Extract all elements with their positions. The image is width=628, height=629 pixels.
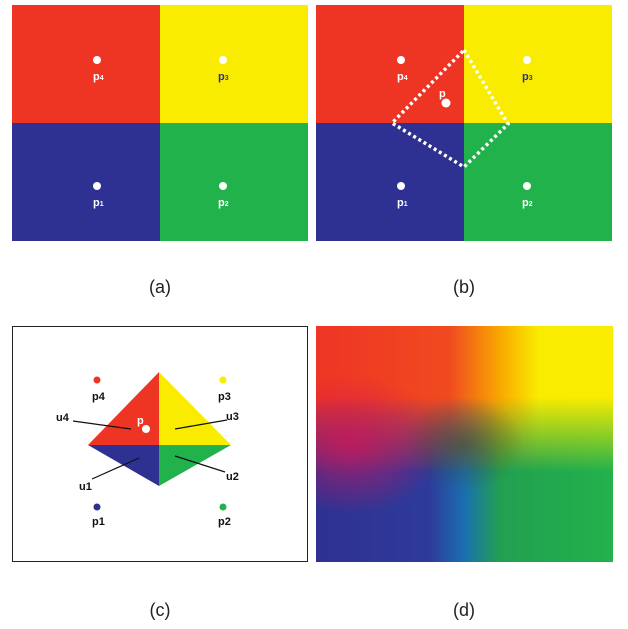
caption-c: (c)	[150, 600, 171, 620]
caption-a: (a)	[149, 277, 171, 297]
point-label-p4: p4	[93, 71, 104, 83]
region-u3	[159, 372, 231, 445]
region-u2	[159, 445, 231, 486]
sample-point-label: p	[439, 88, 446, 100]
quadrant-green	[464, 123, 612, 241]
point-label-p2: p2	[522, 197, 533, 209]
panel-c: p4 p3 p1 p2 p u4 u3 u1 u2 (c)	[12, 326, 308, 620]
panel-a: p4 p3 p1 p2 (a)	[12, 5, 308, 297]
leader-u1	[91, 457, 140, 480]
quadrant-red	[316, 5, 464, 123]
quadrant-blue	[12, 123, 160, 241]
point-dot	[397, 56, 405, 64]
quadrant-blue	[316, 123, 464, 241]
point-dot	[523, 56, 531, 64]
region-label-u3: u3	[226, 411, 239, 423]
point-label-p4: p4	[92, 391, 106, 403]
point-label-p3: p3	[218, 71, 229, 83]
leader-u4	[72, 420, 132, 430]
point-label-p3: p3	[522, 71, 533, 83]
quadrant-green	[160, 123, 308, 241]
sample-point-dot	[142, 425, 150, 433]
leader-u2	[174, 455, 226, 473]
point-label-p4: p4	[397, 71, 408, 83]
point-label-p2: p2	[218, 516, 231, 528]
sample-point-dot	[441, 98, 451, 108]
panel-d: (d)	[316, 326, 613, 620]
region-label-u2: u2	[226, 471, 239, 483]
point-label-p3: p3	[218, 391, 231, 403]
point-label-p1: p1	[92, 516, 105, 528]
point-label-p2: p2	[218, 197, 229, 209]
quadrant-red	[12, 5, 160, 123]
point-dot-p2	[219, 503, 227, 511]
point-dot-p3	[219, 376, 227, 384]
point-label-p1: p1	[397, 197, 408, 209]
point-dot-p1	[93, 503, 101, 511]
blend-center-shade	[316, 326, 613, 562]
sample-diamond-outline	[389, 47, 511, 170]
point-dot	[93, 182, 101, 190]
quadrant-yellow	[464, 5, 612, 123]
point-label-p1: p1	[93, 197, 104, 209]
quadrant-yellow	[160, 5, 308, 123]
sample-point-label: p	[137, 415, 144, 427]
region-label-u4: u4	[56, 412, 70, 424]
region-u4	[88, 372, 159, 445]
point-dot	[397, 182, 405, 190]
leader-u3	[174, 419, 228, 430]
point-dot	[523, 182, 531, 190]
point-dot-p4	[93, 376, 101, 384]
point-dot	[219, 56, 227, 64]
point-dot	[93, 56, 101, 64]
caption-d: (d)	[453, 600, 475, 620]
point-dot	[219, 182, 227, 190]
caption-b: (b)	[453, 277, 475, 297]
region-label-u1: u1	[79, 481, 92, 493]
panel-b: p p4 p3 p1 p2 (b)	[316, 5, 612, 297]
